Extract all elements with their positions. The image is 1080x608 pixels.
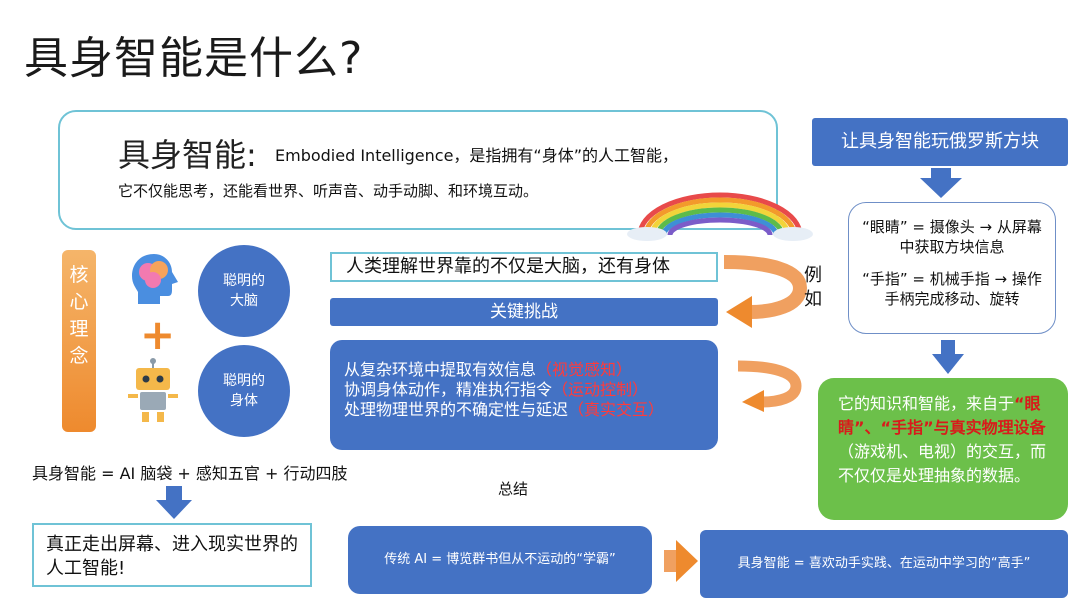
brain-circle-line-2: 大脑 — [230, 293, 258, 309]
brain-head-icon — [132, 254, 178, 304]
body-circle-line-1: 聪明的 — [223, 373, 265, 389]
smart-brain-circle: 聪明的大脑 — [198, 245, 290, 337]
challenge-item-3: 处理物理世界的不确定性与延迟（真实交互） — [344, 400, 665, 419]
formula-text: 具身智能 = AI 脑袋 + 感知五官 + 行动四肢 — [32, 464, 348, 483]
right-arrow-icon — [664, 540, 698, 582]
body-circle-line-2: 身体 — [230, 393, 258, 409]
fingers-mapping: “手指” = 机械手指 → 操作手柄完成移动、旋转 — [862, 270, 1042, 308]
smart-body-circle: 聪明的身体 — [198, 345, 290, 437]
definition-line-1: Embodied Intelligence，是指拥有“身体”的人工智能， — [275, 146, 679, 165]
definition-line-2: 它不仅能思考，还能看世界、听声音、动手动脚、和环境互动。 — [118, 182, 539, 200]
plus-sign: + — [140, 310, 176, 359]
challenge-item-2: 协调身体动作，精准执行指令（运动控制） — [344, 380, 649, 399]
definition-heading: 具身智能: — [118, 136, 257, 174]
tetris-title-bar: 让具身智能玩俄罗斯方块 — [812, 118, 1068, 166]
curved-arrow-icon-1 — [723, 255, 808, 328]
conclusion-box: 它的知识和智能，来自于“眼睛”、“手指”与真实物理设备（游戏机、电视）的交互，而… — [818, 378, 1068, 520]
core-idea-label: 核心理念 — [69, 264, 89, 367]
tetris-mapping-box: “眼睛” = 摄像头 → 从屏幕中获取方块信息 “手指” = 机械手指 → 操作… — [848, 202, 1056, 334]
definition-box — [58, 110, 778, 230]
challenges-box: 从复杂环境中提取有效信息（视觉感知） 协调身体动作，精准执行指令（运动控制） 处… — [330, 340, 718, 450]
rainbow-icon — [627, 192, 813, 241]
curved-arrow-icon-2 — [737, 360, 802, 412]
brain-circle-line-1: 聪明的 — [223, 273, 265, 289]
key-challenge-bar: 关键挑战 — [330, 298, 718, 326]
challenge-item-1: 从复杂环境中提取有效信息（视觉感知） — [344, 360, 633, 379]
result-box: 真正走出屏幕、进入现实世界的人工智能! — [32, 523, 312, 587]
down-arrow-icon-2 — [920, 168, 962, 198]
robot-icon — [128, 358, 178, 422]
traditional-ai-box: 传统 AI = 博览群书但从不运动的“学霸” — [348, 526, 652, 594]
core-idea-bar — [62, 250, 96, 432]
eyes-mapping: “眼睛” = 摄像头 → 从屏幕中获取方块信息 — [862, 218, 1042, 256]
insight-box: 人类理解世界靠的不仅是大脑，还有身体 — [330, 252, 718, 282]
down-arrow-icon — [156, 486, 192, 519]
page-title: 具身智能是什么? — [24, 33, 364, 84]
down-arrow-icon-3 — [932, 340, 964, 374]
example-label: 例如 — [804, 265, 822, 310]
embodied-ai-box: 具身智能 = 喜欢动手实践、在运动中学习的“高手” — [700, 530, 1068, 598]
summary-label: 总结 — [498, 480, 529, 498]
